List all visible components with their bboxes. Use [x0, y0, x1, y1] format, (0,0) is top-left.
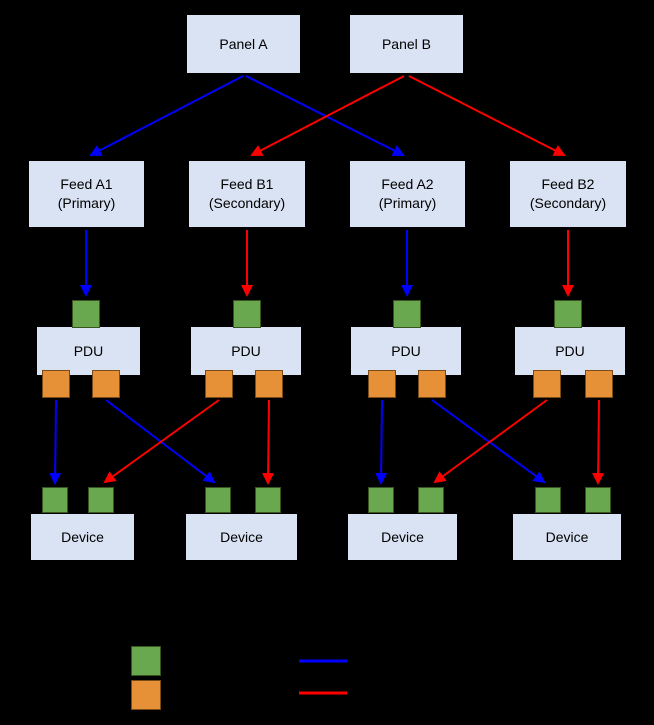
pdu-4-label: PDU: [555, 342, 585, 359]
panel-b-label: Panel B: [381, 35, 432, 52]
feed-b1-name: Feed B1: [220, 176, 274, 192]
pdu-1-label: PDU: [73, 342, 104, 359]
panel-a-label: Panel A: [219, 35, 268, 52]
panel-a-node: Panel A: [186, 14, 301, 74]
device-2-input-port-b: [255, 487, 281, 513]
device-1-node: Device: [30, 513, 135, 561]
device-4-input-port-a: [535, 487, 561, 513]
arrow-pdu-4-to-device-3: [433, 399, 548, 484]
pdu-4-node: PDU: [514, 326, 626, 376]
pdu-1-input-port: [72, 300, 100, 328]
arrow-panel-a-to-feed-a1: [89, 75, 244, 156]
legend-input-port-swatch: [131, 646, 161, 676]
pdu-1-output-port-b: [92, 370, 120, 398]
pdu-3-node: PDU: [350, 326, 462, 376]
arrow-pdu-1-to-device-2: [105, 399, 216, 484]
feed-b2-name: Feed B2: [541, 176, 595, 192]
pdu-4-input-port: [554, 300, 582, 328]
pdu-3-input-port: [393, 300, 421, 328]
feed-b2-node: Feed B2 (Secondary): [509, 160, 627, 228]
panel-b-node: Panel B: [349, 14, 464, 74]
feed-a2-node: Feed A2 (Primary): [349, 160, 466, 228]
pdu-2-node: PDU: [190, 326, 302, 376]
feed-a1-name: Feed A1: [60, 176, 113, 192]
pdu-2-output-port-a: [205, 370, 233, 398]
device-3-input-port-a: [368, 487, 394, 513]
feed-b1-node: Feed B1 (Secondary): [188, 160, 306, 228]
pdu-1-output-port-a: [42, 370, 70, 398]
device-2-label: Device: [220, 528, 263, 545]
device-2-input-port-a: [205, 487, 231, 513]
device-3-input-port-b: [418, 487, 444, 513]
pdu-2-label: PDU: [231, 342, 261, 359]
feed-b2-type: (Secondary): [529, 195, 607, 211]
pdu-3-label: PDU: [391, 342, 421, 359]
arrow-pdu-3-to-device-4: [431, 399, 546, 484]
feed-b1-type: (Secondary): [208, 195, 286, 211]
arrow-pdu-2-to-device-1: [103, 399, 220, 484]
pdu-2-input-port: [233, 300, 261, 328]
arrow-pdu-2-to-device-2: [262, 399, 275, 485]
device-4-label: Device: [545, 528, 589, 545]
legend-output-port-swatch: [131, 680, 161, 710]
device-3-node: Device: [347, 513, 458, 561]
arrow-pdu-3-to-device-3: [375, 399, 388, 485]
arrow-panel-b-to-feed-b2: [408, 75, 566, 156]
device-4-input-port-b: [585, 487, 611, 513]
device-2-node: Device: [185, 513, 298, 561]
arrow-panel-b-to-feed-b1: [250, 75, 405, 156]
feed-a1-node: Feed A1 (Primary): [28, 160, 145, 228]
pdu-4-output-port-b: [585, 370, 613, 398]
pdu-1-node: PDU: [36, 326, 141, 376]
pdu-4-output-port-a: [533, 370, 561, 398]
arrow-panel-a-to-feed-a2: [245, 75, 405, 156]
feed-a2-name: Feed A2: [381, 176, 434, 192]
device-3-label: Device: [381, 528, 424, 545]
pdu-3-output-port-a: [368, 370, 396, 398]
pdu-2-output-port-b: [255, 370, 283, 398]
device-4-node: Device: [512, 513, 622, 561]
device-1-label: Device: [61, 528, 104, 545]
pdu-3-output-port-b: [418, 370, 446, 398]
feed-a2-type: (Primary): [378, 195, 437, 211]
arrow-pdu-1-to-device-1: [49, 399, 62, 485]
feed-a1-type: (Primary): [57, 195, 116, 211]
device-1-input-port-b: [88, 487, 114, 513]
arrow-pdu-4-to-device-4: [592, 399, 605, 485]
device-1-input-port-a: [42, 487, 68, 513]
